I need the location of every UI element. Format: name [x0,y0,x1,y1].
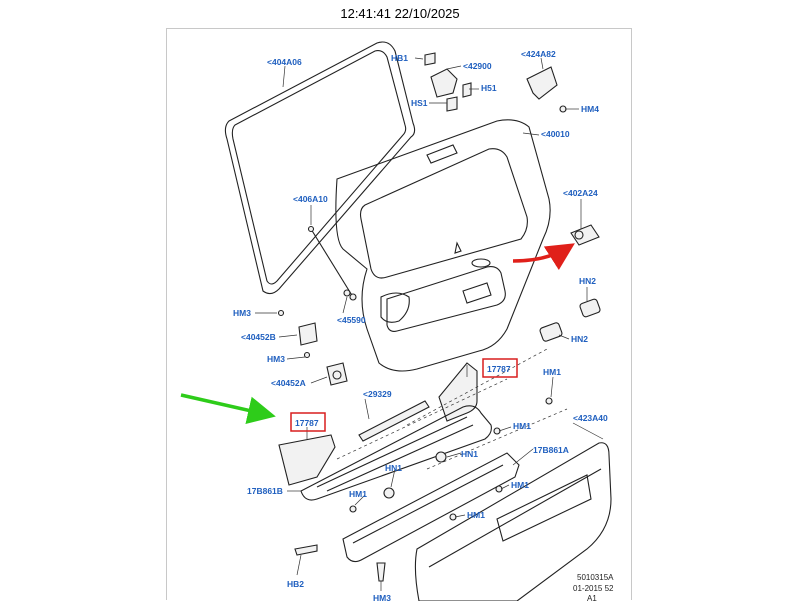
label-17787-right: 17787 [487,364,511,374]
label-H51: H51 [481,83,497,93]
latch-40452b [298,322,318,346]
clip-hn1-upper [435,451,447,463]
bolt-h51 [462,82,472,98]
screw-hm1-c [495,485,503,493]
highlight-box-17787-left [290,412,326,432]
bolt-hb2 [294,544,318,556]
moulding-17b861b [300,405,492,501]
latch-40452a [326,362,348,386]
diagram-panel: <404A06 HB1 <42900 <424A82 HS1 H51 HM4 <… [166,28,632,601]
label-402A24: <402A24 [563,188,598,198]
label-HM3-bottom: HM3 [373,593,391,601]
screw-hm1-d [349,505,357,513]
label-29329: <29329 [363,389,392,399]
label-HM1-b: HM1 [513,421,531,431]
label-HN2-lower: HN2 [571,334,588,344]
trim-strip [358,400,430,442]
bumper-cover [414,442,612,601]
label-HM1-e: HM1 [467,510,485,520]
label-40452A: <40452A [271,378,306,388]
screw-hm3-bottom [376,562,386,582]
label-42900: <42900 [463,61,492,71]
timestamp: 12:41:41 22/10/2025 [340,6,460,21]
red-pointer-arrow [512,243,575,271]
scuff-plate-left [278,434,336,486]
label-424A82: <424A82 [521,49,556,59]
caption-revision: A1 [587,594,597,601]
tailgate-panel [335,119,551,372]
label-HB1: HB1 [391,53,408,63]
label-HM3-middle: HM3 [267,354,285,364]
label-HM1-d: HM1 [349,489,367,499]
label-HN1-upper: HN1 [461,449,478,459]
highlight-box-17787-right [482,358,518,378]
parts-diagram: <404A06 HB1 <42900 <424A82 HS1 H51 HM4 <… [180,41,614,601]
buffer-hn2-upper [579,298,601,318]
clip-hn1-lower [383,487,395,499]
buffer-hn2-lower [539,322,563,342]
bolt-hs1 [446,96,458,112]
label-HM1-a: HM1 [543,367,561,377]
bump-stop [570,224,600,246]
label-HN1-lower: HN1 [385,463,402,473]
screw-hm1-a [545,397,553,405]
hinge-part [430,68,458,98]
label-17B861B: 17B861B [247,486,283,496]
label-423A40: <423A40 [573,413,608,423]
label-HM4: HM4 [581,104,599,114]
label-HS1: HS1 [411,98,428,108]
label-HN2-upper: HN2 [579,276,596,286]
green-pointer-arrow [180,393,276,424]
label-40452B: <40452B [241,332,276,342]
bolt-hb1 [424,52,436,66]
label-45590: <45590 [337,315,366,325]
label-17787-left: 17787 [295,418,319,428]
caption-ref-code: 5010315A [577,573,614,582]
scuff-plate-right [438,362,478,422]
label-40010: <40010 [541,129,570,139]
label-17B861A: 17B861A [533,445,569,455]
screw-45590 [343,289,351,297]
badge-emblem [471,258,491,268]
label-HM1-c: HM1 [511,480,529,490]
label-406A10: <406A10 [293,194,328,204]
bracket-17b861a [342,452,520,563]
label-HM3-upper: HM3 [233,308,251,318]
gas-strut [310,228,354,298]
hinge-bracket [526,66,558,100]
weatherstrip-seal [224,41,416,295]
label-HB2: HB2 [287,579,304,589]
label-404A06: <404A06 [267,57,302,67]
caption-date-code: 01-2015 52 [573,584,614,593]
